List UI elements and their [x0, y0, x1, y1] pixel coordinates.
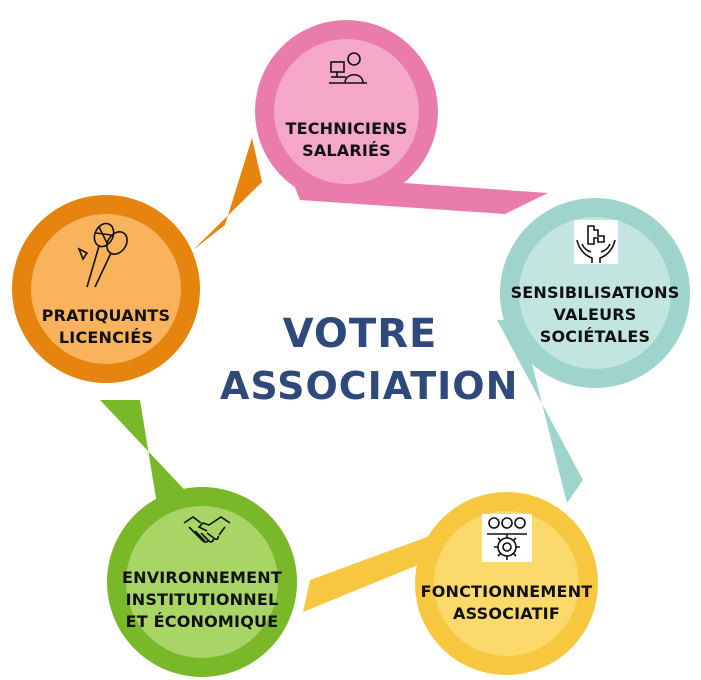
- tail-pratiquants: [193, 138, 262, 250]
- node-techniciens: TECHNICIENS SALARIÉS: [255, 20, 438, 203]
- label-line: ENVIRONNEMENT: [121, 568, 283, 587]
- node-techniciens-inner: [274, 39, 419, 184]
- label-line: ET ÉCONOMIQUE: [125, 612, 279, 631]
- center-title-line1: VOTRE: [282, 311, 438, 357]
- label-line: TECHNICIENS: [285, 119, 408, 138]
- team-gear-icon: [482, 514, 532, 562]
- node-fonctionnement-label: FONCTIONNEMENT ASSOCIATIF: [405, 581, 608, 625]
- node-sensibilisations: SENSIBILISATIONS VALEURS SOCIÉTALES: [500, 198, 690, 388]
- center-title-line2: ASSOCIATION: [220, 364, 519, 408]
- center-title: VOTRE ASSOCIATION: [220, 308, 517, 412]
- label-line: FONCTIONNEMENT: [420, 582, 593, 601]
- label-line: VALEURS: [553, 305, 637, 324]
- node-sensibilisations-label: SENSIBILISATIONS VALEURS SOCIÉTALES: [490, 282, 700, 348]
- hands-puzzle-icon: [574, 220, 618, 264]
- node-pratiquants-inner: [31, 214, 181, 364]
- node-environnement-label: ENVIRONNEMENT INSTITUTIONNEL ET ÉCONOMIQ…: [97, 567, 307, 633]
- badminton-icon: [77, 221, 131, 291]
- label-line: SENSIBILISATIONS: [510, 283, 680, 302]
- node-environnement: ENVIRONNEMENT INSTITUTIONNEL ET ÉCONOMIQ…: [107, 487, 297, 677]
- label-line: SALARIÉS: [302, 141, 391, 160]
- node-pratiquants-label: PRATIQUANTS LICENCIÉS: [12, 305, 200, 349]
- node-pratiquants: PRATIQUANTS LICENCIÉS: [12, 195, 200, 383]
- handshake-icon: [183, 511, 231, 551]
- label-line: ASSOCIATIF: [453, 604, 560, 623]
- tail-sensibilisations: [497, 320, 583, 503]
- label-line: PRATIQUANTS: [41, 306, 171, 325]
- label-line: INSTITUTIONNEL: [125, 590, 279, 609]
- node-techniciens-label: TECHNICIENS SALARIÉS: [255, 118, 438, 162]
- node-environnement-inner: [126, 506, 278, 658]
- label-line: SOCIÉTALES: [539, 327, 651, 346]
- node-fonctionnement: FONCTIONNEMENT ASSOCIATIF: [415, 492, 598, 675]
- label-line: LICENCIÉS: [58, 328, 154, 347]
- person-at-computer-icon: [328, 50, 368, 90]
